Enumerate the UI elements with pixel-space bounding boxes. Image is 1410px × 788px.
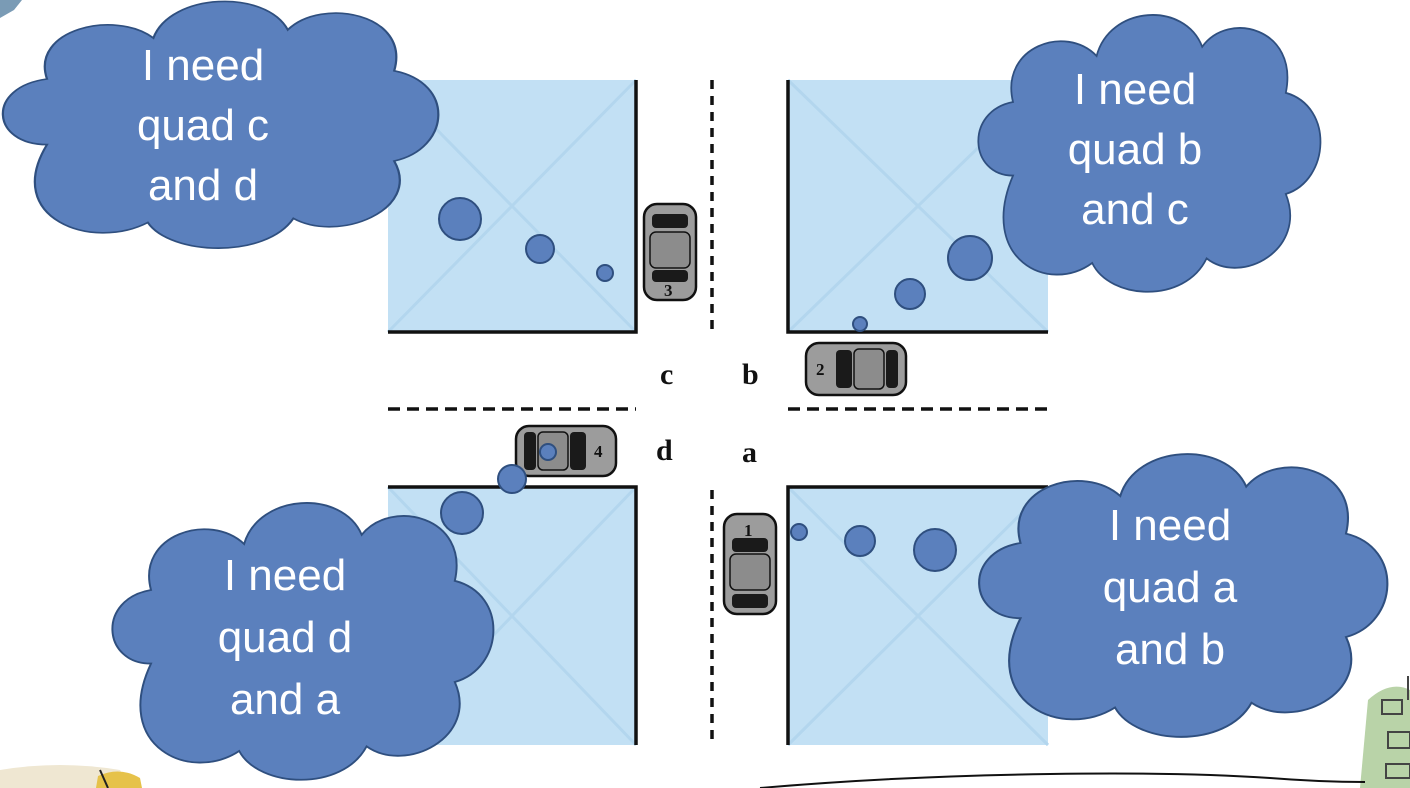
- cloud-text-line-3: and c: [1081, 185, 1189, 234]
- cloud-text-line-2: quad c: [137, 101, 269, 150]
- car-number-4: 4: [594, 442, 603, 461]
- thought-cloud-top-right: I need quad b and c: [977, 14, 1322, 293]
- corner-decoration-bottom-left-yellow: [96, 771, 142, 788]
- cloud-text-line-3: and a: [230, 675, 341, 724]
- quadrant-label-d: d: [656, 434, 673, 467]
- hand-drawn-line-bottom: [759, 772, 1366, 788]
- bubble-trail-car-3: [438, 197, 614, 282]
- thought-cloud-top-left: I need quad c and d: [1, 0, 440, 250]
- car-4: 4: [514, 424, 618, 478]
- cloud-text-line-3: and d: [148, 161, 258, 210]
- quadrant-label-b: b: [742, 358, 759, 391]
- corner-decoration-bottom-right: [1360, 676, 1410, 788]
- car-3: 3: [642, 202, 698, 302]
- cloud-text-line-2: quad b: [1068, 125, 1203, 174]
- bubble-trail-car-4: [440, 443, 557, 535]
- cloud-text-line-2: quad a: [1103, 563, 1238, 612]
- cloud-text-line-1: I need: [142, 41, 264, 90]
- cloud-text-line-3: and b: [1115, 625, 1225, 674]
- car-number-2: 2: [816, 360, 825, 379]
- quadrant-label-c: c: [660, 358, 673, 391]
- quadrant-label-a: a: [742, 436, 757, 469]
- thought-cloud-bottom-left: I need quad d and a: [111, 502, 495, 781]
- cloud-text-line-2: quad d: [218, 613, 353, 662]
- cloud-text-line-1: I need: [1074, 65, 1196, 114]
- thought-cloud-bottom-right: I need quad a and b: [978, 453, 1389, 738]
- corner-decoration-bottom-left-line: [99, 769, 109, 788]
- bubble-trail-car-2: [852, 235, 993, 332]
- bubble-trail-car-1: [790, 523, 957, 572]
- cloud-text-line-1: I need: [224, 551, 346, 600]
- cloud-text-line-1: I need: [1109, 501, 1231, 550]
- car-2: 2: [804, 341, 908, 397]
- car-number-1: 1: [744, 521, 753, 540]
- car-number-3: 3: [664, 281, 673, 300]
- corner-decoration-top-left: [0, 0, 22, 18]
- car-1: 1: [722, 512, 778, 616]
